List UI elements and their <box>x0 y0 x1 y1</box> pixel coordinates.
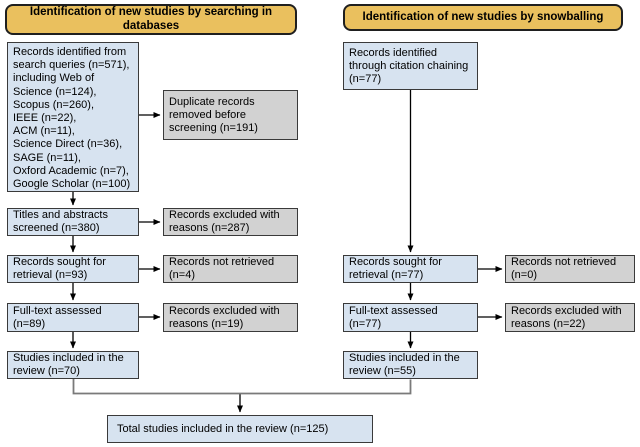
header-snowballing-label: Identification of new studies by snowbal… <box>362 10 604 23</box>
flow-box-total-studies: Total studies included in the review (n=… <box>107 415 373 443</box>
flow-box-db-records-sought: Records sought for retrieval (n=93) <box>7 255 139 283</box>
flow-box-sb-excluded-fulltext: Records excluded with reasons (n=22) <box>505 303 635 332</box>
flow-box-db-excluded-screening-text: Records excluded with reasons (n=287) <box>169 209 280 234</box>
flow-box-db-excluded-fulltext-text: Records excluded with reasons (n=19) <box>169 304 280 330</box>
flow-box-sb-records-sought-text: Records sought for retrieval (n=77) <box>349 256 442 281</box>
flow-box-db-excluded-screening: Records excluded with reasons (n=287) <box>163 208 298 236</box>
flow-box-titles-screened: Titles and abstracts screened (n=380) <box>7 208 139 236</box>
flow-box-db-records-identified: Records identified from search queries (… <box>7 42 139 192</box>
flow-box-sb-studies-included: Studies included in the review (n=55) <box>343 351 478 379</box>
flow-box-total-studies-text: Total studies included in the review (n=… <box>117 422 329 435</box>
flow-box-sb-studies-included-text: Studies included in the review (n=55) <box>349 352 460 377</box>
header-database-search: Identification of new studies by searchi… <box>5 4 297 35</box>
flow-box-duplicates-removed-text: Duplicate records removed before screeni… <box>169 95 258 134</box>
flow-box-titles-screened-text: Titles and abstracts screened (n=380) <box>13 209 108 234</box>
flow-box-db-fulltext-assessed: Full-text assessed (n=89) <box>7 303 139 332</box>
flow-box-sb-fulltext-assessed-text: Full-text assessed (n=77) <box>349 304 438 330</box>
flow-box-db-fulltext-assessed-text: Full-text assessed (n=89) <box>13 304 102 330</box>
flow-box-db-not-retrieved: Records not retrieved (n=4) <box>163 255 298 283</box>
flow-box-sb-records-sought: Records sought for retrieval (n=77) <box>343 255 478 283</box>
flow-box-sb-not-retrieved: Records not retrieved (n=0) <box>505 255 635 283</box>
flow-box-db-not-retrieved-text: Records not retrieved (n=4) <box>169 256 275 281</box>
header-database-search-label: Identification of new studies by searchi… <box>29 6 273 32</box>
flow-box-db-records-sought-text: Records sought for retrieval (n=93) <box>13 256 106 281</box>
flow-box-duplicates-removed: Duplicate records removed before screeni… <box>163 90 298 140</box>
flow-box-sb-fulltext-assessed: Full-text assessed (n=77) <box>343 303 478 332</box>
flow-box-sb-excluded-fulltext-text: Records excluded with reasons (n=22) <box>511 304 622 330</box>
flow-box-db-excluded-fulltext: Records excluded with reasons (n=19) <box>163 303 298 332</box>
flow-box-sb-records-identified-text: Records identified through citation chai… <box>349 46 469 85</box>
flow-box-db-studies-included: Studies included in the review (n=70) <box>7 351 139 379</box>
flow-box-db-studies-included-text: Studies included in the review (n=70) <box>13 352 124 377</box>
flow-box-sb-not-retrieved-text: Records not retrieved (n=0) <box>511 256 617 281</box>
flow-box-db-records-identified-text: Records identified from search queries (… <box>13 46 131 191</box>
header-snowballing: Identification of new studies by snowbal… <box>343 4 623 31</box>
merge-elbow-connector <box>72 379 412 395</box>
flow-box-sb-records-identified: Records identified through citation chai… <box>343 42 478 90</box>
